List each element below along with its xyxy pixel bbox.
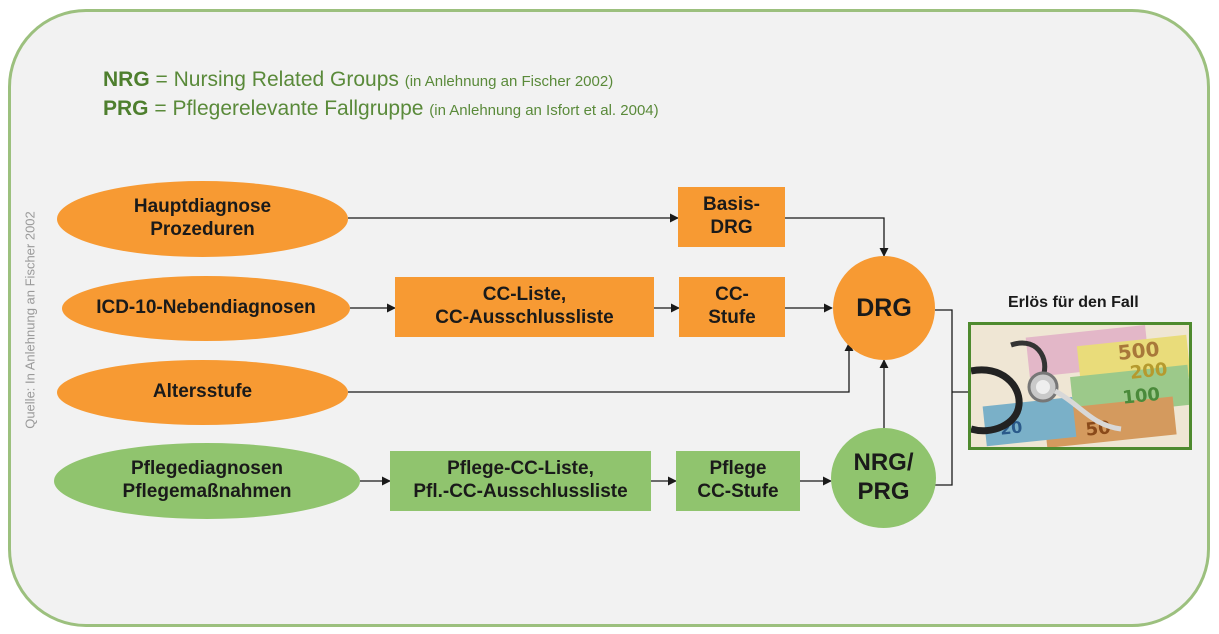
node-basis-drg-line1: Basis- bbox=[702, 194, 761, 216]
node-pflege-cc-liste-line2: Pfl.-CC-Ausschlussliste bbox=[413, 481, 628, 502]
node-pflege-cc-liste-line1: Pflege-CC-Liste, bbox=[447, 458, 594, 480]
node-cc-stufe-line2: Stufe bbox=[708, 307, 756, 328]
node-nebendiagnosen-line1: ICD-10-Nebendiagnosen bbox=[96, 297, 316, 319]
node-drg-line1: DRG bbox=[856, 294, 912, 322]
node-pflegediagnosen-line1: Pflegediagnosen bbox=[130, 458, 284, 480]
svg-text:200: 200 bbox=[1129, 359, 1169, 384]
stethoscope-icon: 500 200 100 50 20 bbox=[971, 325, 1189, 447]
stethoscope-money-image: 500 200 100 50 20 bbox=[968, 322, 1192, 450]
legend-prg-name: Pflegerelevante Fallgruppe bbox=[172, 97, 424, 120]
node-nrg-prg-line1: NRG/ bbox=[853, 449, 914, 477]
legend-nrg-note: (in Anlehnung an Fischer 2002) bbox=[404, 73, 614, 90]
node-hauptdiagnose-line1: Hauptdiagnose bbox=[133, 196, 272, 218]
node-pflege-cc-stufe-line1: Pflege bbox=[709, 458, 767, 480]
svg-text:100: 100 bbox=[1121, 384, 1161, 409]
node-cc-liste: CC-Liste,CC-Ausschlussliste bbox=[395, 277, 654, 337]
node-altersstufe-line1: Altersstufe bbox=[152, 381, 253, 403]
legend-nrg-name: Nursing Related Groups bbox=[173, 68, 399, 91]
result-label: Erlös für den Fall bbox=[1008, 294, 1139, 311]
node-cc-stufe-line1: CC- bbox=[715, 284, 749, 306]
legend-prg-abbr: PRG bbox=[103, 97, 149, 120]
legend-prg-note: (in Anlehnung an Isfort et al. 2004) bbox=[429, 102, 659, 119]
legend-prg: PRG = Pflegerelevante Fallgruppe (in Anl… bbox=[103, 97, 659, 121]
node-cc-liste-line2: CC-Ausschlussliste bbox=[435, 307, 614, 328]
edge-altersstufe-drg bbox=[348, 342, 854, 393]
legend-nrg-eq: = bbox=[149, 68, 174, 91]
legend-nrg: NRG = Nursing Related Groups (in Anlehnu… bbox=[103, 68, 613, 92]
legend-nrg-abbr: NRG bbox=[103, 68, 150, 91]
node-nrg-prg: NRG/PRG bbox=[831, 428, 936, 528]
node-cc-liste-line1: CC-Liste, bbox=[482, 284, 567, 306]
node-pflege-cc-stufe-line2: CC-Stufe bbox=[697, 481, 779, 502]
bracket-to-result bbox=[935, 309, 968, 486]
node-nebendiagnosen: ICD-10-Nebendiagnosen bbox=[62, 276, 350, 341]
node-altersstufe: Altersstufe bbox=[57, 360, 348, 425]
svg-text:500: 500 bbox=[1117, 337, 1161, 365]
node-basis-drg: Basis-DRG bbox=[678, 187, 785, 247]
node-drg: DRG bbox=[833, 256, 935, 360]
edge-basis-drg-drg bbox=[785, 217, 889, 257]
node-nrg-prg-line2: PRG bbox=[857, 478, 910, 505]
node-pflege-cc-liste: Pflege-CC-Liste,Pfl.-CC-Ausschlussliste bbox=[390, 451, 651, 511]
node-cc-stufe: CC-Stufe bbox=[679, 277, 785, 337]
node-basis-drg-line2: DRG bbox=[710, 217, 753, 238]
node-hauptdiagnose-line2: Prozeduren bbox=[150, 219, 255, 240]
legend-prg-eq: = bbox=[148, 97, 173, 120]
node-pflegediagnosen-line2: Pflegemaßnahmen bbox=[122, 481, 292, 502]
